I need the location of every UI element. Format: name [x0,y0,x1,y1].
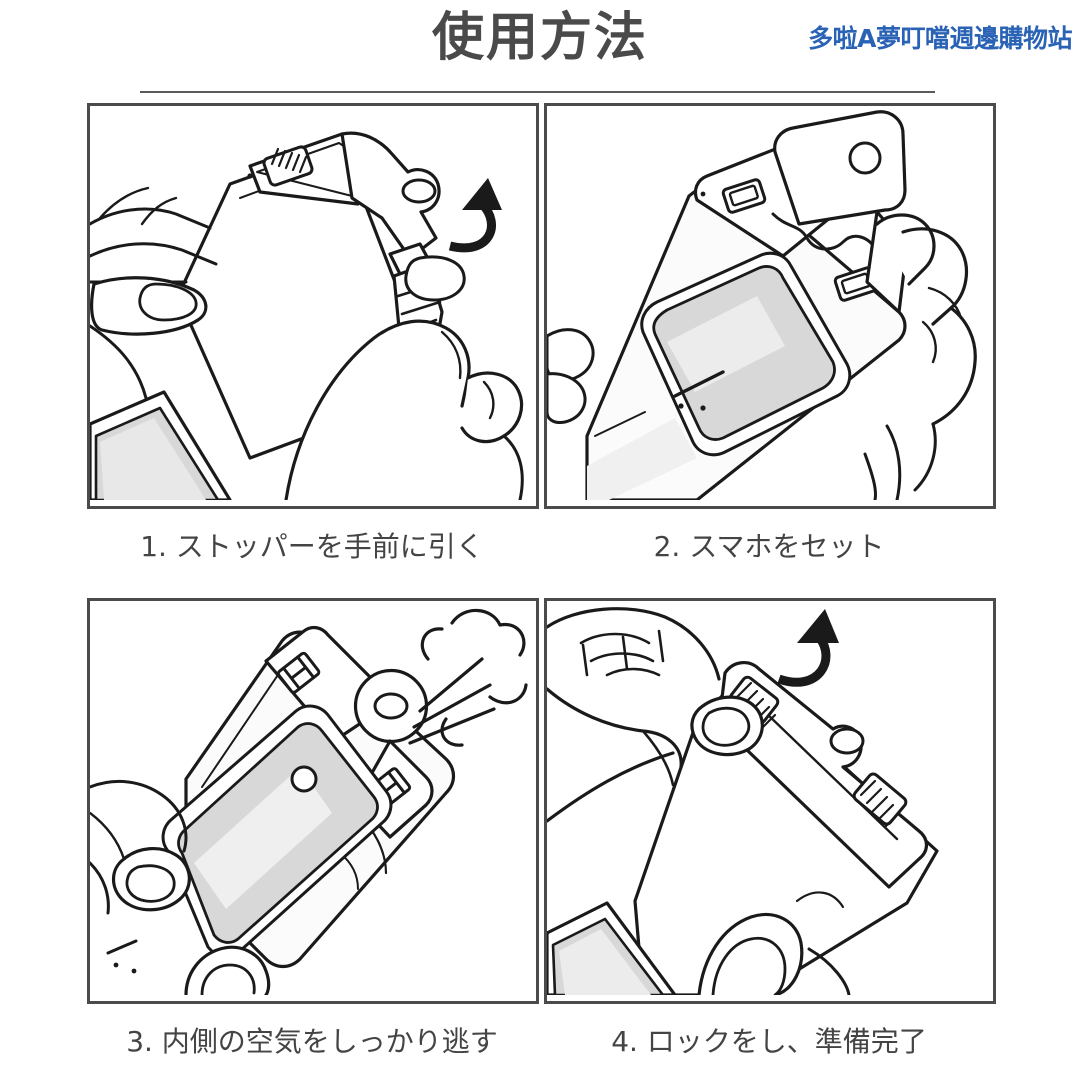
step-4: 4. ロックをし、準備完了 [544,598,996,1064]
step-4-illustration-frame [544,598,996,1004]
illustration-insert-phone [547,110,977,500]
step-1-caption: 1. ストッパーを手前に引く [140,530,484,563]
step-1: 1. ストッパーを手前に引く [87,103,539,569]
header-divider [140,91,935,93]
steps-grid: 1. ストッパーを手前に引く [0,103,1080,1080]
illustration-lock-clasp [547,607,939,995]
step-3-illustration-frame [87,598,539,1004]
step-1-illustration-frame [87,103,539,509]
step-3: 3. 内側の空気をしっかり逃す [87,598,539,1064]
illustration-push-out-air [90,608,528,995]
page-title: 使用方法 [431,8,648,68]
step-2-caption: 2. スマホをセット [653,530,885,563]
step-2-illustration-frame [544,103,996,509]
step-3-caption: 3. 内側の空気をしっかり逃す [126,1025,498,1058]
illustration-pull-stopper [90,131,524,500]
page-header: 使用方法 多啦A夢叮噹週邊購物站 [0,0,1080,95]
step-4-caption: 4. ロックをし、準備完了 [611,1025,927,1058]
shop-watermark: 多啦A夢叮噹週邊購物站 [808,24,1072,53]
step-2: 2. スマホをセット [544,103,996,569]
